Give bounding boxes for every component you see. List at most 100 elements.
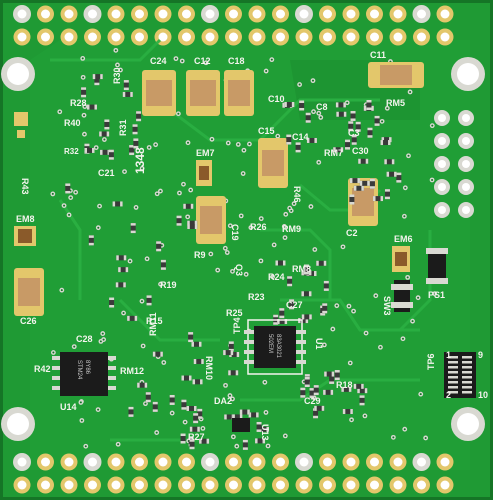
- via-hole: [349, 361, 352, 364]
- smd-pad: [236, 352, 240, 358]
- via-hole: [162, 361, 165, 364]
- via-hole: [142, 344, 145, 347]
- fpc-pin: [462, 356, 472, 359]
- smd-pad: [350, 110, 356, 114]
- via-hole: [350, 418, 353, 421]
- smd-pad: [340, 147, 344, 153]
- smd-component: [384, 159, 395, 165]
- smd-component: [349, 178, 360, 184]
- smd-pad: [104, 126, 110, 130]
- via-hole: [284, 213, 287, 216]
- component-ps1: [426, 248, 448, 284]
- header-pin-hole: [299, 457, 309, 467]
- via-hole: [51, 192, 54, 195]
- smd-pad: [228, 341, 234, 344]
- header-pin-hole: [64, 9, 74, 19]
- smd-component: [255, 438, 266, 444]
- via-hole: [403, 215, 406, 218]
- header-right-hole: [462, 114, 470, 122]
- via-hole: [114, 49, 117, 52]
- header-pin-hole: [182, 457, 191, 467]
- via-hole: [184, 421, 187, 424]
- smd-pad: [130, 223, 136, 226]
- smd-component: [256, 421, 262, 432]
- smd-pad: [331, 371, 335, 377]
- smd-pad: [146, 295, 152, 298]
- smd-pad: [156, 248, 162, 252]
- smd-component: [353, 185, 364, 191]
- programming-header-2x5: [434, 110, 474, 218]
- smd-component: [373, 196, 384, 202]
- label-rm7: RM7: [324, 148, 343, 158]
- via-hole: [331, 328, 334, 331]
- via-hole: [228, 394, 231, 397]
- smd-pad: [308, 291, 312, 297]
- smd-component: [313, 408, 319, 419]
- vias: [50, 47, 442, 449]
- header-pin-hole: [88, 9, 97, 19]
- smd-pad: [169, 402, 175, 405]
- smd-pad: [84, 147, 88, 153]
- mounting-hole-bottom-right: [451, 407, 485, 441]
- header-pin-hole: [205, 9, 215, 19]
- label-c8: C8: [316, 102, 328, 112]
- label-j2: 2: [446, 390, 451, 400]
- smd-pad: [188, 375, 192, 381]
- smd-pad: [323, 389, 326, 395]
- via-hole: [248, 143, 251, 146]
- smd-pad: [239, 409, 243, 415]
- header-pin-hole: [158, 457, 168, 467]
- via-hole: [288, 207, 291, 210]
- smd-pad: [321, 405, 325, 411]
- smd-pad: [305, 112, 311, 116]
- fpc-pin: [462, 386, 472, 389]
- label-r19: R19: [160, 280, 177, 290]
- smd-pad: [255, 438, 258, 444]
- smd-pad: [247, 409, 250, 415]
- smd-pad: [363, 105, 367, 111]
- header-right-hole: [462, 160, 470, 168]
- capacitor-c11: [368, 62, 424, 88]
- label-u1: U1: [314, 338, 324, 350]
- via-hole: [323, 343, 326, 346]
- label-sw3: SW3: [382, 296, 392, 316]
- chip-u14: 8Y86STM24: [52, 352, 116, 396]
- via-hole: [404, 186, 407, 189]
- capacitor-c24: [142, 70, 176, 116]
- smd-pad: [88, 235, 94, 238]
- via-hole: [141, 167, 144, 170]
- header-pin-hole: [229, 9, 238, 19]
- via-hole: [182, 183, 185, 186]
- smd-pad: [295, 149, 301, 153]
- smd-component: [333, 147, 344, 153]
- via-hole: [156, 192, 159, 195]
- via-hole: [187, 141, 190, 144]
- smd-component: [137, 382, 148, 388]
- header-pin-hole: [17, 480, 27, 490]
- label-r30: R30: [112, 67, 122, 84]
- ferrite-em8: [14, 226, 36, 246]
- smd-pad: [194, 406, 197, 412]
- smd-pad: [282, 102, 285, 108]
- header-pin-hole: [229, 480, 238, 490]
- smd-component: [386, 171, 397, 177]
- smd-pad: [197, 426, 200, 432]
- via-hole: [155, 431, 158, 434]
- smd-pad: [81, 87, 87, 90]
- via-hole: [379, 346, 382, 349]
- fpc-pin: [448, 356, 458, 359]
- smd-pad: [160, 259, 166, 263]
- header-pin-hole: [88, 457, 97, 467]
- smd-component: [133, 138, 139, 149]
- smd-pad: [300, 387, 306, 391]
- via-hole: [365, 332, 368, 335]
- smd-pad: [273, 314, 279, 318]
- smd-component: [191, 341, 202, 347]
- smd-pad: [381, 137, 385, 143]
- smd-pad: [92, 74, 96, 80]
- smd-component: [369, 178, 375, 189]
- smd-pad: [193, 420, 199, 424]
- smd-component: [358, 158, 369, 164]
- smd-component: [188, 332, 194, 343]
- header-right-hole: [438, 137, 446, 145]
